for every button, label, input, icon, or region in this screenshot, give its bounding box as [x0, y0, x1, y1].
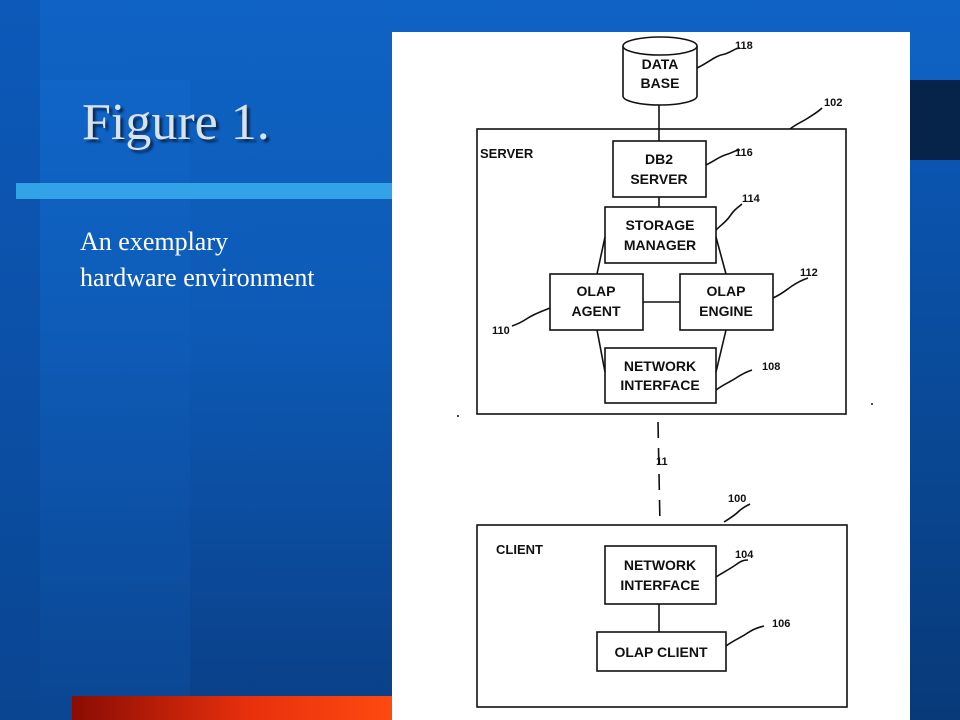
- leader-110: [511, 307, 551, 327]
- client-network-interface-box: [604, 545, 717, 605]
- olap-agent-label-line-2: AGENT: [572, 303, 621, 319]
- server-label: SERVER: [480, 146, 534, 161]
- olap-client-box: [596, 631, 727, 672]
- db2-server-label-line-1: DB2: [645, 151, 673, 167]
- leader-112: [772, 277, 809, 299]
- server-network-interface-label-line-2: INTERFACE: [620, 377, 699, 393]
- connector-storage-agent: [596, 236, 606, 275]
- storage-manager-box: [604, 206, 717, 264]
- olap-engine-label-line-2: ENGINE: [699, 303, 753, 319]
- storage-manager-ref: 114: [742, 193, 761, 205]
- db2-server-ref: 116: [735, 147, 753, 159]
- database-label-line-2: BASE: [641, 75, 680, 91]
- olap-client-label: OLAP CLIENT: [614, 644, 708, 660]
- database-label-line-1: DATA: [642, 56, 679, 72]
- server-network-interface-label-line-1: NETWORK: [624, 358, 696, 374]
- olap-agent-ref: 110: [492, 325, 510, 337]
- olap-client-ref: 106: [772, 618, 790, 630]
- subtitle-line-2: hardware environment: [80, 263, 315, 292]
- leader-116: [705, 149, 741, 166]
- connector-storage-engine: [715, 236, 727, 275]
- olap-engine-label-line-1: OLAP: [707, 283, 746, 299]
- scan-speck: [457, 415, 459, 417]
- background-band-mid: [40, 80, 190, 720]
- connector-agent-network: [596, 329, 606, 373]
- figure-panel: DATA BASE 118 SERVER 102 DB2 SERVER 116 …: [392, 32, 910, 720]
- connector-engine-network: [715, 329, 727, 373]
- slide-title: Figure 1.: [82, 94, 270, 151]
- client-ref: 100: [728, 493, 746, 505]
- client-network-interface-label-line-2: INTERFACE: [620, 577, 699, 593]
- db2-server-box: [612, 140, 707, 198]
- network-link: [657, 421, 661, 526]
- database-cylinder: [622, 36, 698, 106]
- leader-108: [715, 369, 753, 391]
- storage-manager-label-line-1: STORAGE: [626, 217, 695, 233]
- scan-speck: [871, 403, 873, 405]
- leader-104: [715, 559, 749, 578]
- leader-102: [789, 107, 823, 130]
- db2-server-label-line-2: SERVER: [630, 171, 687, 187]
- database-ref: 118: [735, 40, 753, 52]
- network-link-ref: 11: [656, 456, 668, 468]
- bottom-accent-bar: [72, 696, 394, 720]
- leader-118: [696, 47, 741, 69]
- client-network-interface-ref: 104: [735, 549, 754, 561]
- client-frame: [476, 524, 848, 708]
- background-band-left: [0, 0, 40, 720]
- storage-manager-label-line-2: MANAGER: [624, 237, 696, 253]
- hardware-environment-diagram: DATA BASE 118 SERVER 102 DB2 SERVER 116 …: [457, 36, 873, 708]
- olap-engine-ref: 112: [800, 267, 818, 279]
- leader-100: [723, 503, 751, 523]
- background-band-right-dark: [910, 80, 960, 160]
- olap-engine-box: [679, 273, 774, 331]
- title-accent-bar: [16, 183, 396, 199]
- server-ref: 102: [824, 97, 842, 109]
- server-network-interface-ref: 108: [762, 361, 780, 373]
- server-network-interface-box: [604, 347, 717, 404]
- server-frame: [476, 128, 847, 415]
- leader-106: [725, 625, 765, 647]
- client-network-interface-label-line-1: NETWORK: [624, 557, 696, 573]
- background-band-right: [910, 160, 960, 720]
- olap-agent-box: [549, 273, 644, 331]
- olap-agent-label-line-1: OLAP: [577, 283, 616, 299]
- subtitle-line-1: An exemplary: [80, 227, 229, 256]
- slide-subtitle: An exemplary hardware environment: [80, 224, 390, 296]
- leader-114: [715, 203, 743, 231]
- client-label: CLIENT: [496, 542, 543, 557]
